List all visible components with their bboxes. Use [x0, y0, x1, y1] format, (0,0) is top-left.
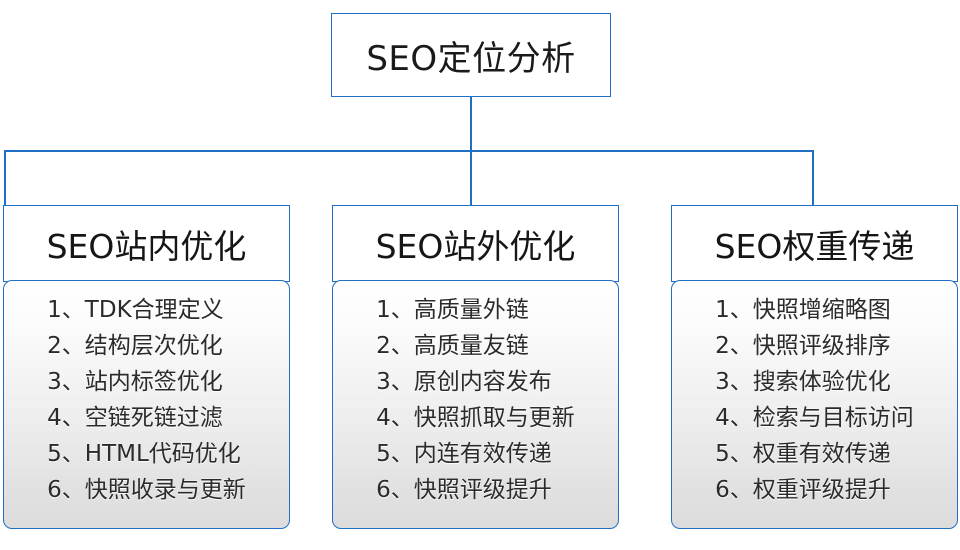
branch-column-2: SEO站外优化 1、高质量外链 2、高质量友链 3、原创内容发布 4、快照抓取与… [332, 205, 619, 530]
list-item: 1、高质量外链 [376, 297, 529, 324]
branch-column-1: SEO站内优化 1、TDK合理定义 2、结构层次优化 3、站内标签优化 4、空链… [3, 205, 290, 530]
connector-root-stem [470, 97, 472, 152]
branch-3-header-label: SEO权重传递 [714, 226, 915, 266]
branch-3-list: 1、快照增缩略图 2、快照评级排序 3、搜索体验优化 4、检索与目标访问 5、权… [715, 292, 914, 508]
list-item: 4、空链死链过滤 [47, 405, 223, 432]
branch-column-3: SEO权重传递 1、快照增缩略图 2、快照评级排序 3、搜索体验优化 4、检索与… [671, 205, 958, 530]
root-node[interactable]: SEO定位分析 [331, 13, 611, 97]
list-item: 6、快照收录与更新 [47, 477, 246, 504]
branch-3-body: 1、快照增缩略图 2、快照评级排序 3、搜索体验优化 4、检索与目标访问 5、权… [671, 280, 958, 530]
list-item: 5、HTML代码优化 [47, 441, 241, 468]
list-item: 5、内连有效传递 [376, 441, 552, 468]
list-item: 4、快照抓取与更新 [376, 405, 575, 432]
list-item: 2、结构层次优化 [47, 333, 223, 360]
branch-2-list: 1、高质量外链 2、高质量友链 3、原创内容发布 4、快照抓取与更新 5、内连有… [376, 292, 575, 508]
branch-2-header[interactable]: SEO站外优化 [332, 205, 619, 282]
list-item: 6、快照评级提升 [376, 477, 552, 504]
branch-1-list: 1、TDK合理定义 2、结构层次优化 3、站内标签优化 4、空链死链过滤 5、H… [47, 292, 246, 508]
list-item: 2、快照评级排序 [715, 333, 891, 360]
list-item: 2、高质量友链 [376, 333, 529, 360]
list-item: 5、权重有效传递 [715, 441, 891, 468]
connector-branch-2-stem [470, 150, 472, 206]
branch-1-header-label: SEO站内优化 [46, 226, 247, 266]
list-item: 3、原创内容发布 [376, 369, 552, 396]
list-item: 1、快照增缩略图 [715, 297, 891, 324]
list-item: 3、搜索体验优化 [715, 369, 891, 396]
root-node-label: SEO定位分析 [366, 38, 576, 79]
connector-branch-1-stem [4, 150, 6, 206]
list-item: 1、TDK合理定义 [47, 297, 224, 324]
branch-2-header-label: SEO站外优化 [375, 226, 576, 266]
branch-2-body: 1、高质量外链 2、高质量友链 3、原创内容发布 4、快照抓取与更新 5、内连有… [332, 280, 619, 530]
connector-branch-3-stem [812, 150, 814, 206]
connector-horizontal-bus [4, 150, 813, 152]
branch-3-header[interactable]: SEO权重传递 [671, 205, 958, 282]
list-item: 6、权重评级提升 [715, 477, 891, 504]
branch-1-body: 1、TDK合理定义 2、结构层次优化 3、站内标签优化 4、空链死链过滤 5、H… [3, 280, 290, 530]
branch-1-header[interactable]: SEO站内优化 [3, 205, 290, 282]
list-item: 4、检索与目标访问 [715, 405, 914, 432]
list-item: 3、站内标签优化 [47, 369, 223, 396]
